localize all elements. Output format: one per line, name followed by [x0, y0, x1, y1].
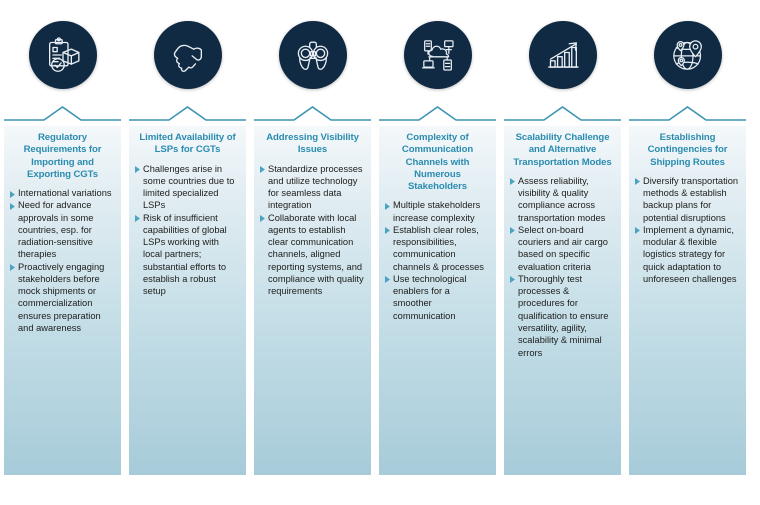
triangle-bullet-icon — [10, 199, 18, 210]
bullet-list: International variations Need for advanc… — [10, 187, 115, 334]
list-item: Assess reliability, visibility & quality… — [510, 175, 615, 224]
triangle-bullet-icon — [385, 199, 393, 210]
list-item: Standardize processes and utilize techno… — [260, 163, 365, 212]
panel-title: Scalability Challenge and Alternative Tr… — [513, 132, 612, 168]
triangle-bullet-icon — [135, 212, 143, 223]
column-regulatory-requirements[interactable]: Regulatory Requirements for Importing an… — [4, 0, 121, 475]
chevron-divider — [254, 104, 371, 126]
triangle-bullet-icon — [10, 187, 18, 198]
list-item: Risk of insufficient capabilities of glo… — [135, 212, 240, 298]
handshake-icon — [153, 21, 222, 89]
list-item: Thoroughly test processes & procedures f… — [510, 273, 615, 359]
list-item: Use technological enablers for a smoothe… — [385, 273, 490, 322]
triangle-bullet-icon — [135, 163, 143, 174]
bullet-list: Challenges arise in some countries due t… — [135, 163, 240, 298]
clipboard-package-check-icon — [28, 21, 97, 89]
icon-wrap — [254, 0, 371, 110]
binoculars-icon — [278, 21, 347, 89]
bullet-text: Need for advance approvals in some count… — [18, 200, 94, 260]
list-item: Multiple stakeholders increase complexit… — [385, 199, 490, 224]
panel: Regulatory Requirements for Importing an… — [4, 126, 121, 475]
bullet-text: Implement a dynamic, modular & flexible … — [643, 224, 737, 284]
panel: Limited Availability of LSPs for CGTs Ch… — [129, 126, 246, 475]
bullet-list: Assess reliability, visibility & quality… — [510, 175, 615, 359]
globe-location-pins-icon — [653, 21, 722, 89]
bullet-text: Establish clear roles, responsibilities,… — [393, 224, 484, 272]
panel-title: Limited Availability of LSPs for CGTs — [139, 132, 236, 156]
chevron-divider — [504, 104, 621, 126]
column-scalability-challenge[interactable]: Scalability Challenge and Alternative Tr… — [504, 0, 621, 475]
bullet-text: Diversify transportation methods & estab… — [643, 175, 739, 223]
bullet-text: Multiple stakeholders increase complexit… — [393, 200, 481, 223]
column-establishing-contingencies[interactable]: Establishing Contingencies for Shipping … — [629, 0, 746, 475]
triangle-bullet-icon — [635, 175, 643, 186]
bullet-text: Assess reliability, visibility & quality… — [518, 175, 606, 223]
bullet-text: Collaborate with local agents to establi… — [268, 212, 364, 297]
bullet-text: Standardize processes and utilize techno… — [268, 163, 363, 211]
triangle-bullet-icon — [260, 163, 268, 174]
chevron-divider — [379, 104, 496, 126]
triangle-bullet-icon — [385, 224, 393, 235]
column-limited-availability-lsps[interactable]: Limited Availability of LSPs for CGTs Ch… — [129, 0, 246, 475]
icon-wrap — [129, 0, 246, 110]
triangle-bullet-icon — [10, 261, 18, 272]
panel-title: Complexity of Communication Channels wit… — [401, 132, 474, 193]
panel-title: Regulatory Requirements for Importing an… — [23, 132, 102, 180]
bullet-list: Multiple stakeholders increase complexit… — [385, 199, 490, 322]
bullet-list: Standardize processes and utilize techno… — [260, 163, 365, 298]
list-item: Need for advance approvals in some count… — [10, 199, 115, 260]
triangle-bullet-icon — [510, 273, 518, 284]
bullet-text: Risk of insufficient capabilities of glo… — [143, 212, 227, 297]
column-complexity-communication[interactable]: Complexity of Communication Channels wit… — [379, 0, 496, 475]
growth-bar-chart-icon — [528, 21, 597, 89]
triangle-bullet-icon — [635, 224, 643, 235]
panel: Addressing Visibility Issues Standardize… — [254, 126, 371, 475]
bullet-text: Challenges arise in some countries due t… — [143, 163, 235, 211]
panel: Complexity of Communication Channels wit… — [379, 126, 496, 475]
list-item: Collaborate with local agents to establi… — [260, 212, 365, 298]
bullet-text: Proactively engaging stakeholders before… — [18, 261, 105, 333]
triangle-bullet-icon — [260, 212, 268, 223]
icon-wrap — [379, 0, 496, 110]
icon-wrap — [504, 0, 621, 110]
list-item: Challenges arise in some countries due t… — [135, 163, 240, 212]
bullet-list: Diversify transportation methods & estab… — [635, 175, 740, 285]
triangle-bullet-icon — [510, 175, 518, 186]
panel-title: Addressing Visibility Issues — [266, 132, 359, 156]
chevron-divider — [629, 104, 746, 126]
list-item: International variations — [10, 187, 115, 199]
chevron-divider — [129, 104, 246, 126]
chevron-divider — [4, 104, 121, 126]
icon-wrap — [629, 0, 746, 110]
cloud-network-icon — [403, 21, 472, 89]
column-addressing-visibility[interactable]: Addressing Visibility Issues Standardize… — [254, 0, 371, 475]
bullet-text: International variations — [18, 188, 112, 199]
triangle-bullet-icon — [510, 224, 518, 235]
list-item: Implement a dynamic, modular & flexible … — [635, 224, 740, 285]
triangle-bullet-icon — [385, 273, 393, 284]
panel: Establishing Contingencies for Shipping … — [629, 126, 746, 475]
list-item: Proactively engaging stakeholders before… — [10, 261, 115, 335]
list-item: Select on-board couriers and air cargo b… — [510, 224, 615, 273]
bullet-text: Use technological enablers for a smoothe… — [393, 273, 467, 321]
list-item: Diversify transportation methods & estab… — [635, 175, 740, 224]
panel-title: Establishing Contingencies for Shipping … — [647, 132, 728, 168]
bullet-text: Select on-board couriers and air cargo b… — [518, 224, 608, 272]
icon-wrap — [4, 0, 121, 110]
list-item: Establish clear roles, responsibilities,… — [385, 224, 490, 273]
panel: Scalability Challenge and Alternative Tr… — [504, 126, 621, 475]
bullet-text: Thoroughly test processes & procedures f… — [518, 273, 609, 358]
